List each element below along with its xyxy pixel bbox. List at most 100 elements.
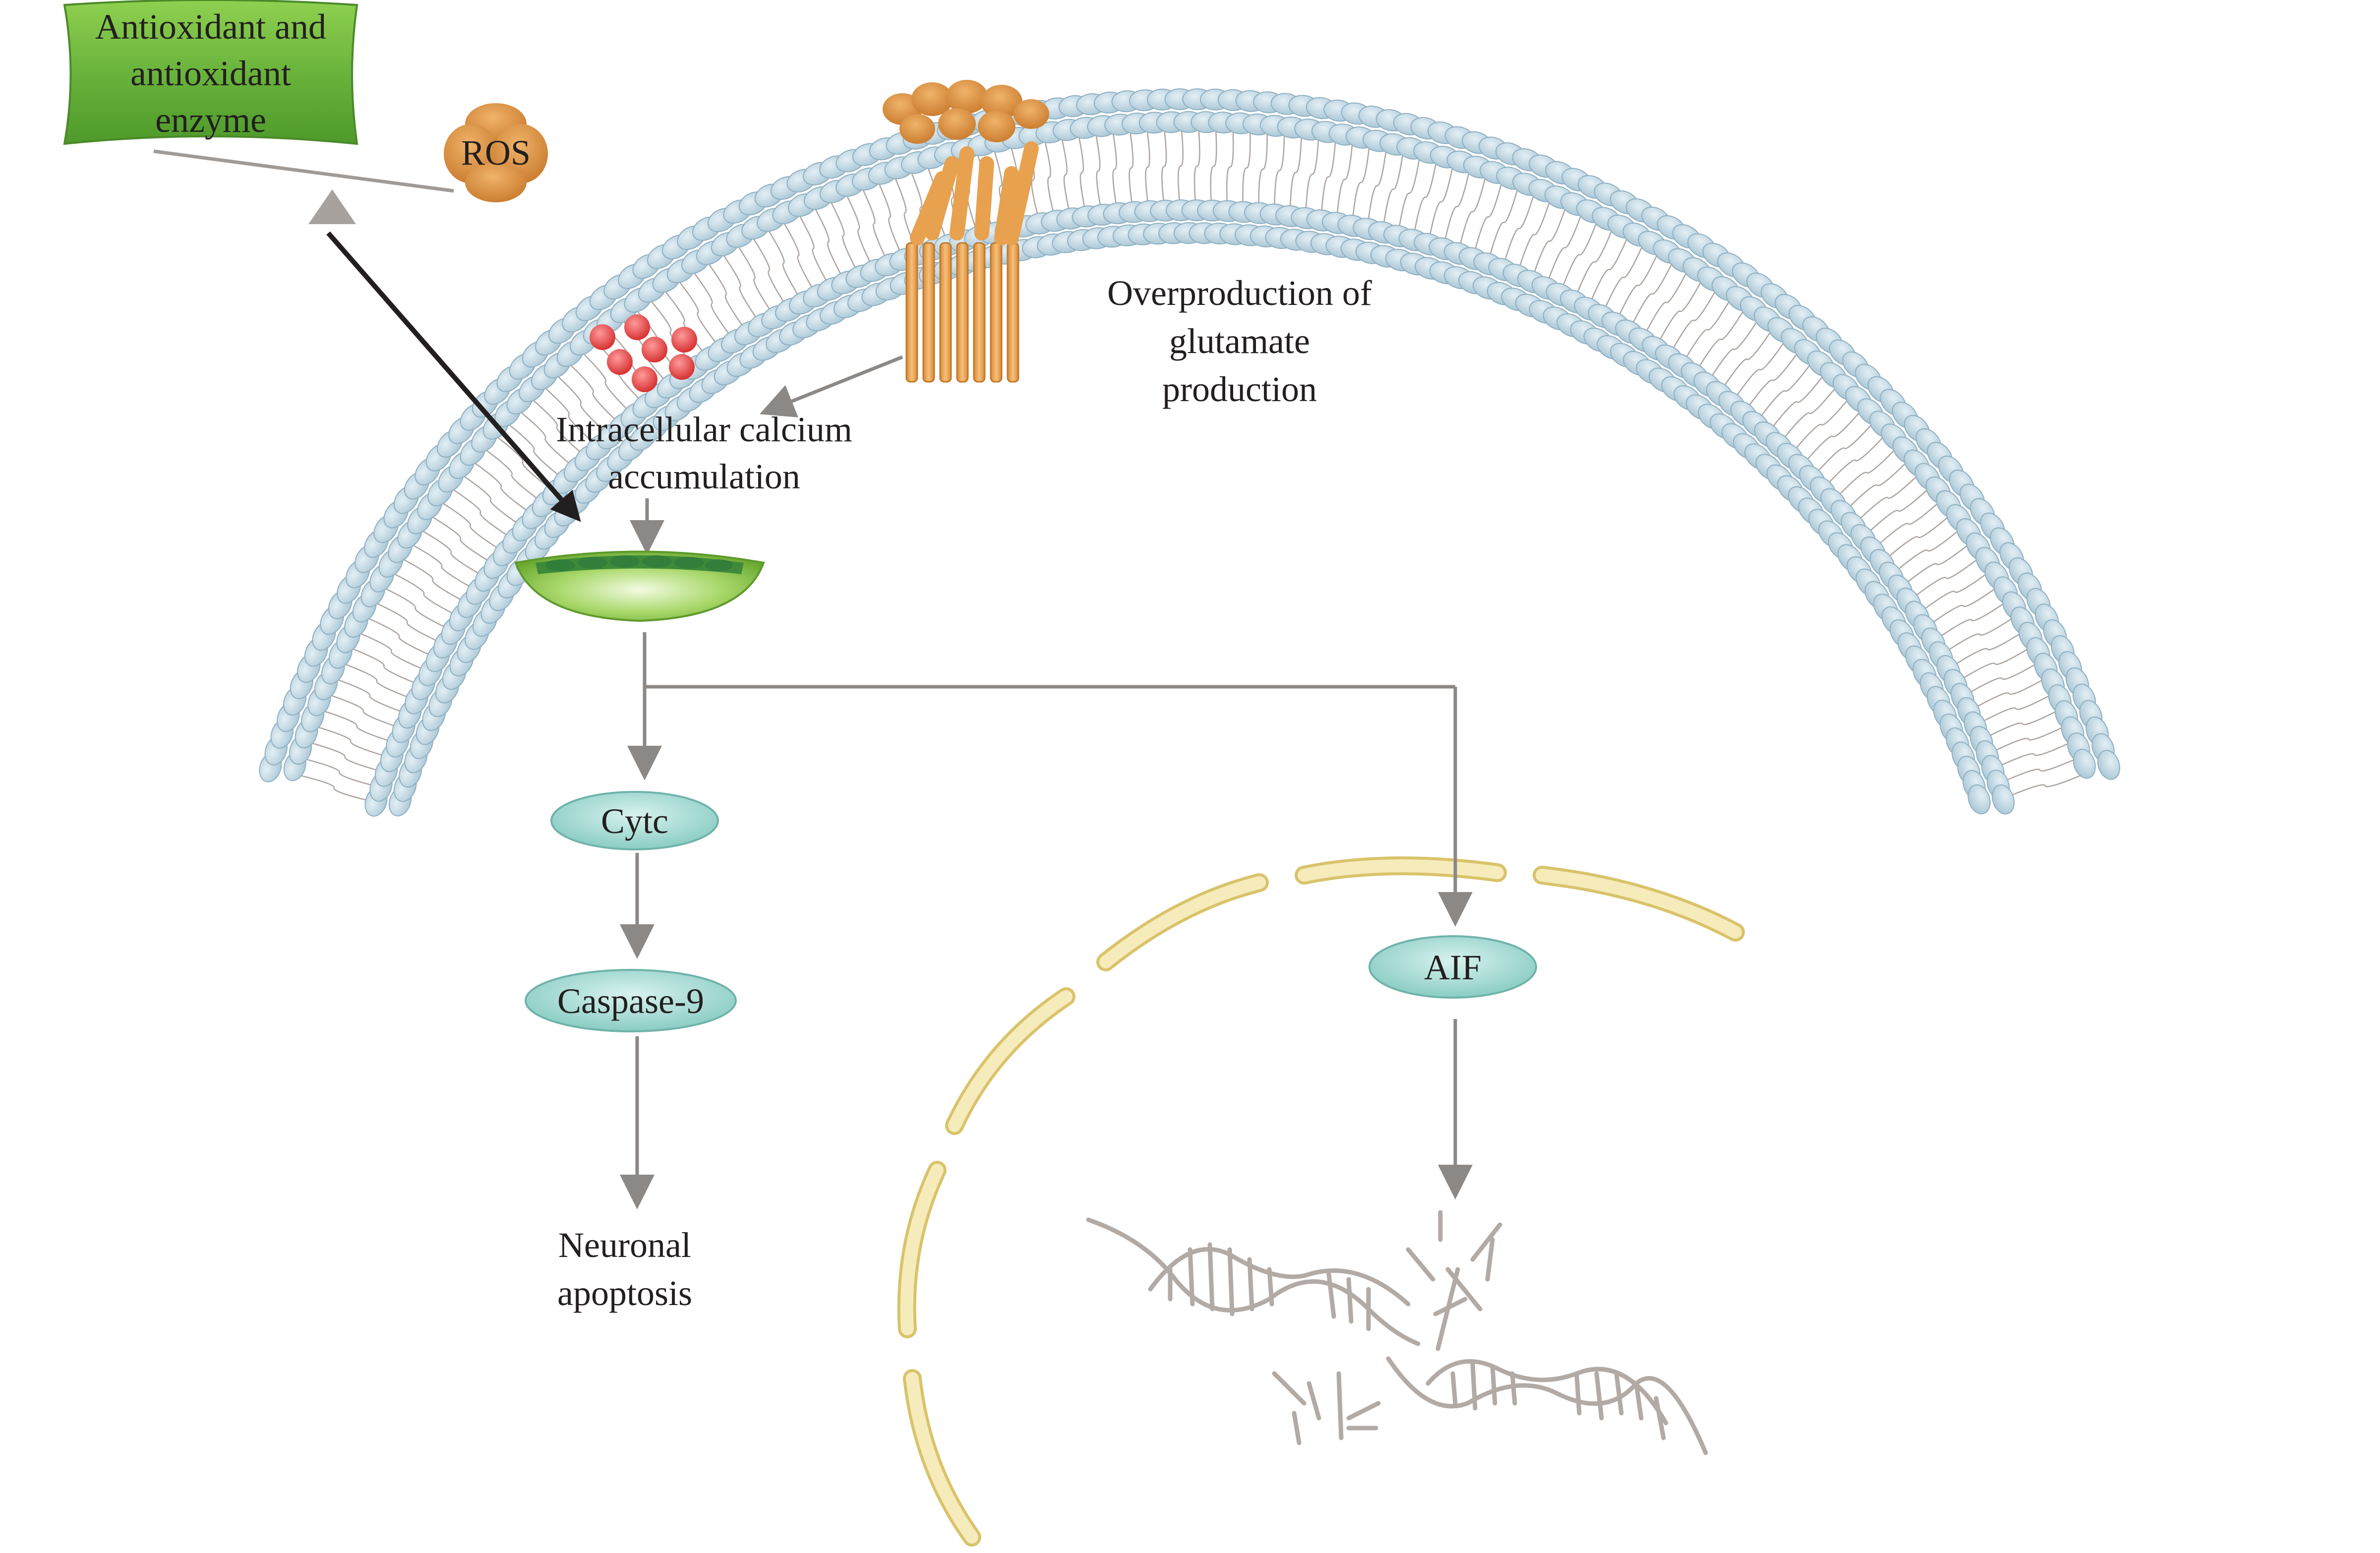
lipid-tail xyxy=(1847,464,1929,532)
lipid-tail xyxy=(1542,200,1587,296)
lipid-tail xyxy=(1926,594,2018,647)
lipid-tail xyxy=(1702,307,1766,391)
lipid-tail xyxy=(807,194,850,290)
lipid-tail xyxy=(1651,267,1709,356)
lipid-tail xyxy=(1856,478,1940,543)
lipid-tail xyxy=(683,259,740,349)
lipid-tail xyxy=(1762,363,1833,441)
lipid-tail xyxy=(1210,114,1217,219)
calcium-ion-cluster-icon xyxy=(590,314,697,392)
lipid-tail xyxy=(1304,122,1320,226)
lipid-tail xyxy=(1178,114,1184,219)
lipid-tail xyxy=(439,480,522,545)
lipid-tail xyxy=(520,389,595,464)
dna-double-helix-icon xyxy=(1086,1210,1708,1455)
antioxidant-enzyme-box: Antioxidant and antioxidant enzyme xyxy=(63,0,358,145)
lipid-tail xyxy=(839,180,879,278)
apoptosis-label-line2: apoptosis xyxy=(557,1273,692,1313)
lipid-tail xyxy=(1910,564,2000,620)
lipid-tail xyxy=(483,426,562,498)
lipid-tail xyxy=(1773,375,1846,452)
lipid-tail xyxy=(1933,609,2026,660)
aif-protein: AIF xyxy=(1368,935,1537,999)
lipid-tail xyxy=(1366,134,1389,237)
lipid-tail xyxy=(461,453,541,521)
lipid-tail xyxy=(1514,186,1555,283)
lipid-tail xyxy=(744,224,794,317)
lipid-tail xyxy=(284,771,384,805)
lipid-tail xyxy=(408,522,494,583)
lipid-tail xyxy=(450,466,532,533)
lipid-tail xyxy=(1226,115,1234,219)
cytc-label: Cytc xyxy=(601,801,668,841)
lipid-tail xyxy=(308,706,406,747)
lipid-tail xyxy=(495,414,573,486)
lipid-tail xyxy=(472,439,552,509)
lipid-tail xyxy=(1426,152,1456,252)
lipid-tail xyxy=(1144,115,1151,220)
antioxidant-label-line3: enzyme xyxy=(155,100,266,140)
lipid-head xyxy=(1967,784,1991,815)
lipid-tail xyxy=(1973,703,2071,744)
lipid-tail xyxy=(1955,656,2050,702)
lipid-tail xyxy=(428,494,513,558)
lipid-tail xyxy=(1941,624,2034,674)
lipid-tail xyxy=(322,673,417,718)
lipid-tail xyxy=(713,241,767,332)
lipid-tail xyxy=(1127,116,1135,220)
lipid-tail xyxy=(1040,125,1058,229)
lipid-tail xyxy=(1806,412,1883,484)
lipid-tail xyxy=(370,581,461,635)
caspase9-protein: Caspase-9 xyxy=(525,969,737,1032)
cytc-protein: Cytc xyxy=(550,791,719,850)
lipid-tail xyxy=(315,689,412,732)
lipid-tail xyxy=(388,551,477,609)
aif-label: AIF xyxy=(1424,948,1482,987)
glutamate-label-line2: glutamate xyxy=(1169,321,1310,361)
antioxidant-ros-connector xyxy=(153,149,454,193)
lipid-tail xyxy=(545,364,617,443)
lipid-tail xyxy=(1335,128,1355,231)
triangle-up-icon xyxy=(308,189,356,224)
lipid-tail xyxy=(759,216,808,310)
calcium-label-line2: accumulation xyxy=(608,457,800,496)
lipid-tail xyxy=(337,642,431,690)
lipid-tail xyxy=(1193,114,1200,219)
lipid-tail xyxy=(1816,424,1895,496)
lipid-tail xyxy=(301,722,400,761)
lipid-tail xyxy=(1625,248,1680,339)
antioxidant-label-line2: antioxidant xyxy=(130,54,291,93)
lipid-tail xyxy=(1738,340,1807,420)
lipid-tail xyxy=(728,233,780,325)
lipid-tail xyxy=(871,168,908,267)
lipid-tail xyxy=(1990,752,2089,788)
lipid-tail xyxy=(1570,215,1618,309)
lipid-tail xyxy=(1837,451,1918,520)
lipid-tail xyxy=(1242,116,1251,220)
lipid-tail xyxy=(398,537,485,596)
lipid-tail xyxy=(1485,174,1523,272)
lipid-tail xyxy=(507,401,583,475)
lipid-tail xyxy=(290,755,389,790)
mitochondrion-icon xyxy=(514,550,765,622)
lipid-tail xyxy=(1985,736,2083,774)
cell-membrane-bilayer xyxy=(259,88,2121,817)
lipid-tail xyxy=(1584,223,1634,316)
lipid-tail xyxy=(1258,117,1268,221)
lipid-tail xyxy=(1750,352,1820,431)
lipid-tail xyxy=(1161,114,1167,219)
lipid-tail xyxy=(1827,438,1906,508)
ros-mitochondrion-arrow xyxy=(326,231,581,522)
lipid-tail xyxy=(1784,387,1858,463)
lipid-tail xyxy=(418,508,503,570)
lipid-tail xyxy=(640,288,702,374)
apoptosis-label-line1: Neuronal xyxy=(558,1225,691,1265)
lipid-tail xyxy=(571,342,640,422)
glutamate-label-line3: production xyxy=(1162,369,1317,409)
nuclear-envelope xyxy=(897,856,1745,1547)
lipid-tail xyxy=(1875,506,1961,568)
lipid-tail xyxy=(1470,168,1506,266)
lipid-tail xyxy=(1289,120,1303,224)
glutamate-receptor-icon xyxy=(883,80,1049,383)
caspase9-label: Caspase-9 xyxy=(557,981,704,1021)
